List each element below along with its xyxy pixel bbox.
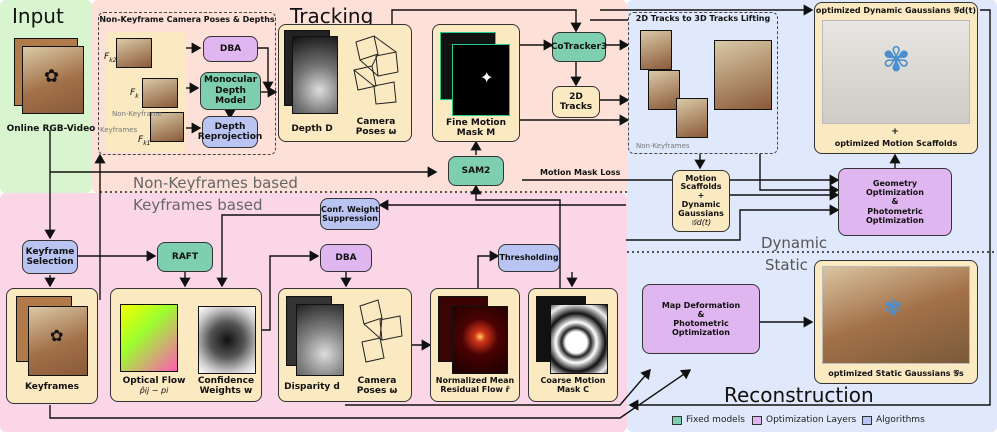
keyframes-label: Keyframes [24, 382, 80, 392]
residual-image [452, 306, 508, 374]
non-keyframe-module [98, 12, 276, 155]
conf-weight-suppression-box: Conf. Weight Suppression [320, 198, 380, 230]
non-keyframes-based-label: Non-Keyframes based [133, 174, 298, 192]
lift-frame-1 [640, 30, 672, 70]
dynamic-label: Dynamic [761, 234, 828, 252]
fine-mask-label: Fine Motion Mask M [446, 118, 506, 139]
input-label: Online RGB-Video [6, 124, 96, 134]
non-keyframe-small-label: Non-Keyframe [112, 110, 162, 118]
sam2-box: SAM2 [448, 156, 504, 186]
legend-algo-label: Algorithms [876, 415, 925, 425]
depth-label: Depth D [291, 124, 333, 134]
non-keyframe-title: Non-Keyframe Camera Poses & Depths [99, 15, 275, 24]
camera-poses-top-label: Camera Poses ω [355, 117, 397, 138]
depth-image [292, 36, 338, 114]
coarse-mask-image [550, 304, 608, 374]
motion-scaffolds-box: Motion Scaffolds + Dynamic Gaussians 𝒢d(… [672, 170, 730, 232]
dba-box-bottom: DBA [320, 244, 372, 272]
keyframes-based-label: Keyframes based [133, 196, 263, 214]
legend-optim-label: Optimization Layers [766, 415, 857, 425]
dba-box-top: DBA [203, 36, 258, 62]
geometry-optimization-box: Geometry Optimization & Photometric Opti… [838, 168, 952, 236]
coarse-mask-label: Coarse Motion Mask C [540, 376, 606, 395]
disparity-label: Disparity d [284, 382, 340, 392]
kf-frame-1 [150, 112, 184, 142]
lifting-title: 2D Tracks to 3D Tracks Lifting [635, 14, 771, 23]
kf-frame-2 [116, 38, 152, 68]
legend-optim-swatch [752, 416, 762, 425]
lift-frame-big [714, 40, 772, 110]
mask-shape: ✦ [480, 68, 494, 87]
map-deformation-box: Map Deformation & Photometric Optimizati… [642, 284, 760, 354]
static-pinwheel-icon: ✾ [884, 296, 903, 321]
static-label: Static [765, 256, 808, 274]
f-k-label: Fk [130, 88, 139, 100]
static-render-image [822, 266, 970, 364]
motion-scaffolds-output-label: optimized Motion Scaffolds [834, 139, 958, 148]
keyframes-image [28, 306, 88, 376]
dynamic-plus: + [891, 127, 899, 137]
input-frame [22, 46, 84, 114]
monocular-depth-box: Monocular Depth Model [200, 72, 261, 110]
raft-box: RAFT [157, 242, 213, 272]
camera-poses-graph [353, 35, 399, 105]
static-gauss-label: optimized Static Gaussians 𝒢s [828, 369, 964, 378]
legend-fixed-swatch [672, 416, 682, 425]
dynamic-render-image [822, 20, 970, 124]
motion-mask-loss-label: Motion Mask Loss [540, 168, 621, 177]
disparity-image [296, 304, 344, 376]
depth-reprojection-box: Depth Reprojection [198, 116, 262, 148]
optical-flow-image [120, 304, 178, 372]
legend-fixed-label: Fixed models [686, 415, 745, 425]
f-k1-label: Fk1 [138, 135, 151, 147]
input-title: Input [12, 4, 64, 28]
thresholding-box: Thresholding [498, 244, 560, 272]
lift-frame-2 [648, 70, 680, 110]
lift-frame-3 [676, 98, 708, 138]
keyframe-camera-poses [359, 299, 403, 363]
non-kf-frame [142, 78, 178, 108]
pinwheel-icon: ✾ [882, 40, 911, 80]
flower-icon: ✿ [44, 66, 60, 87]
confidence-image [198, 306, 256, 374]
keyframe-selection-box: Keyframe Selection [22, 240, 78, 274]
tracks-2d-box: 2D Tracks [552, 86, 600, 118]
dynamic-gauss-title: optimized Dynamic Gaussians 𝒢d(t) [815, 6, 977, 15]
keyframe-camera-poses-label: Camera Poses ω [356, 376, 398, 397]
optical-flow-label: Optical Flow p̂ij − pi [122, 376, 186, 396]
residual-label: Normalized Mean Residual Flow r̄ [435, 376, 515, 395]
legend-algo-swatch [862, 416, 872, 425]
reconstruction-title: Reconstruction [724, 383, 874, 407]
f-k2-label: Fk2 [104, 52, 117, 64]
lifting-non-keyframes-label: Non-Keyframes [636, 142, 690, 150]
confidence-label: Confidence Weights w [197, 376, 255, 397]
keyframes-small-label: Keyframes [100, 126, 138, 134]
fine-mask-image [452, 44, 510, 116]
cotracker-box: CoTracker3 [551, 32, 607, 62]
keyframe-flower-icon: ✿ [50, 326, 64, 345]
